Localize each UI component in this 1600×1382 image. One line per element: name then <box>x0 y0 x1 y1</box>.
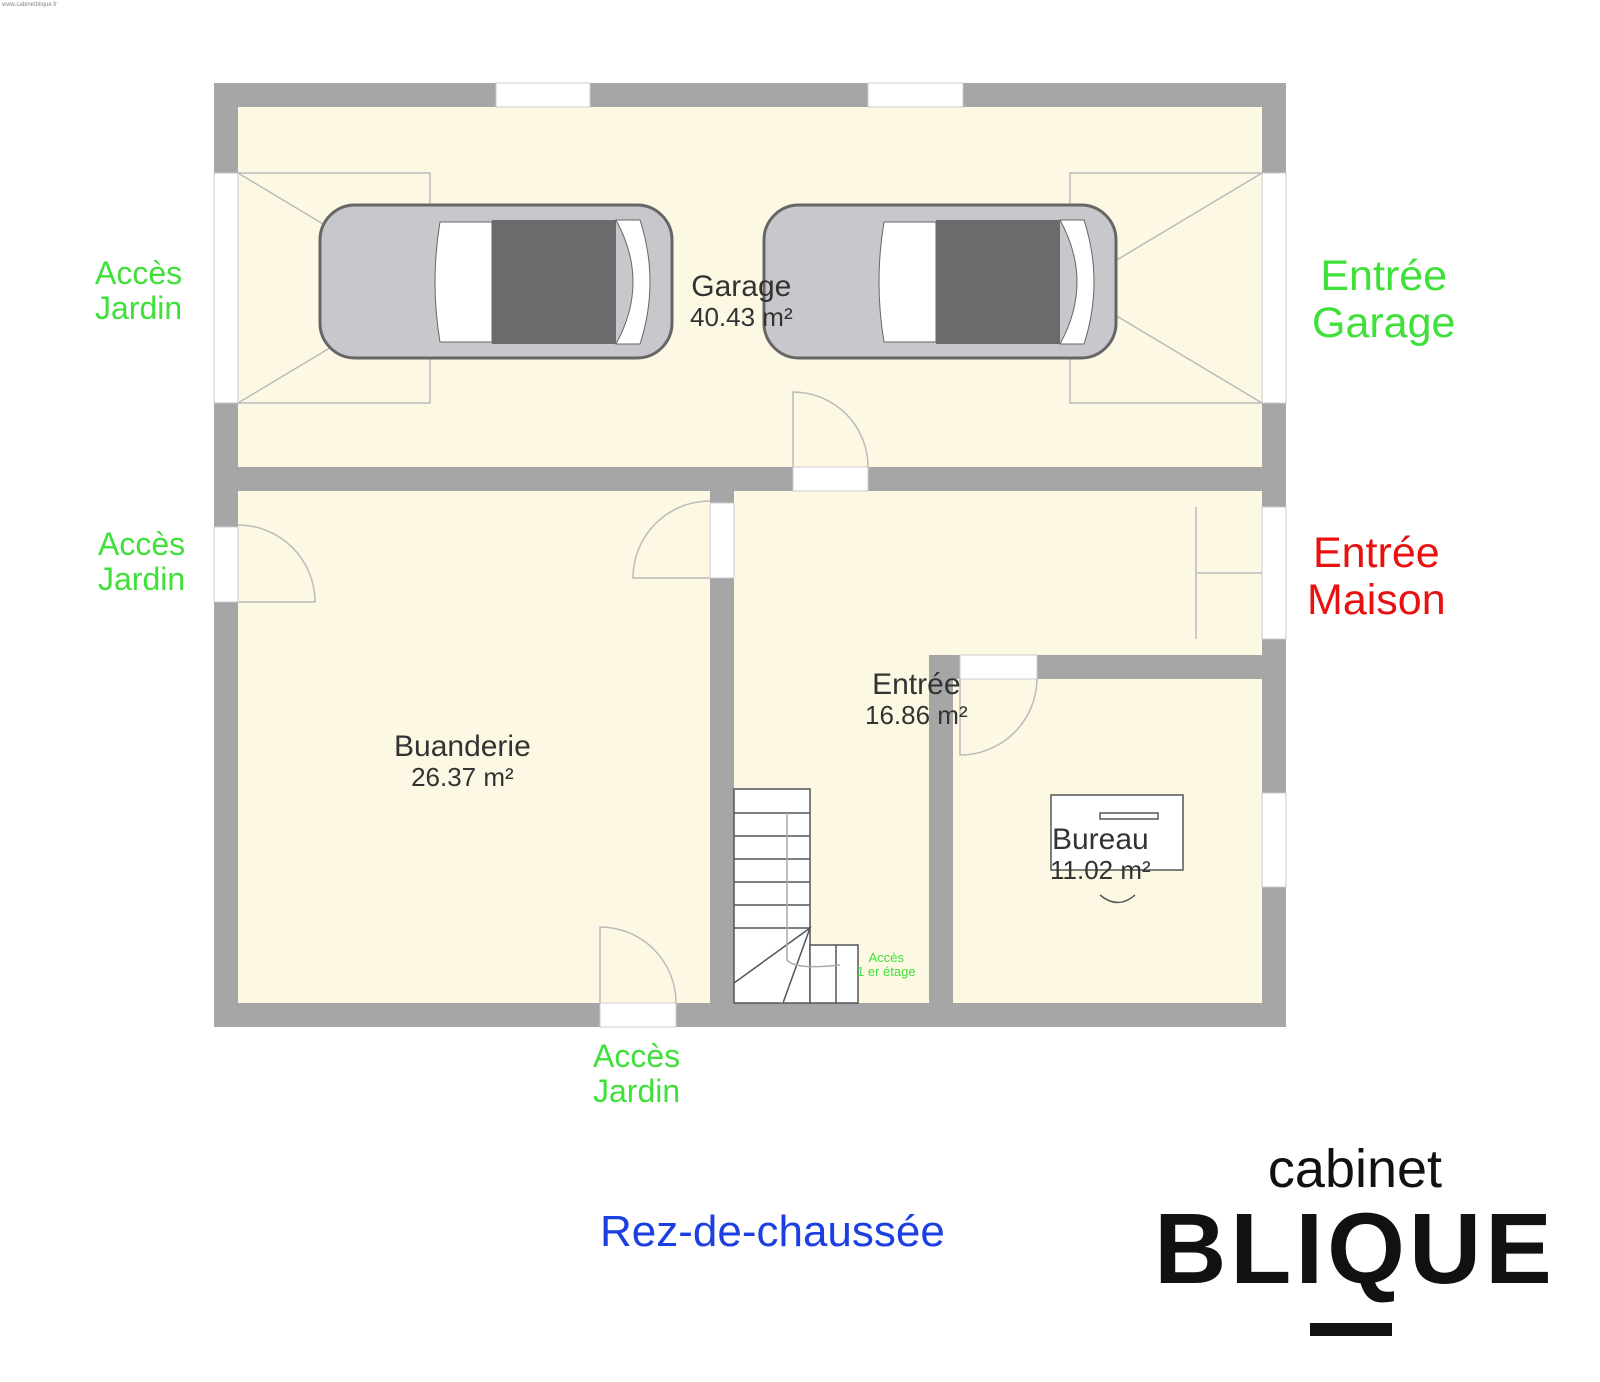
room-area: 40.43 m² <box>690 302 793 332</box>
room-name: Buanderie <box>394 730 531 763</box>
website-text: www.cabinetblique.fr <box>2 2 58 8</box>
room-buanderie: Buanderie 26.37 m² <box>394 730 531 792</box>
logo-line2: BLIQUE <box>1154 1193 1556 1306</box>
room-area: 11.02 m² <box>1050 855 1151 885</box>
floor-title: Rez-de-chaussée <box>600 1207 945 1256</box>
room-entree: Entrée 16.86 m² <box>865 668 968 730</box>
logo-bar <box>1310 1323 1392 1337</box>
room-name: Bureau <box>1051 823 1149 856</box>
logo: cabinet BLIQUE <box>1150 1139 1560 1337</box>
car-icon <box>762 203 1118 360</box>
room-name: Garage <box>691 270 792 303</box>
staircase <box>733 788 859 1004</box>
windows-doors <box>213 82 1287 1028</box>
room-area: 26.37 m² <box>411 762 514 792</box>
car-icon <box>318 203 674 360</box>
room-area: 16.86 m² <box>865 700 968 730</box>
desk <box>1050 794 1184 904</box>
logo-line1: cabinet <box>1267 1139 1443 1199</box>
room-bureau: Bureau 11.02 m² <box>1050 823 1151 885</box>
room-garage: Garage 40.43 m² <box>690 270 793 332</box>
room-name: Entrée <box>872 668 961 701</box>
